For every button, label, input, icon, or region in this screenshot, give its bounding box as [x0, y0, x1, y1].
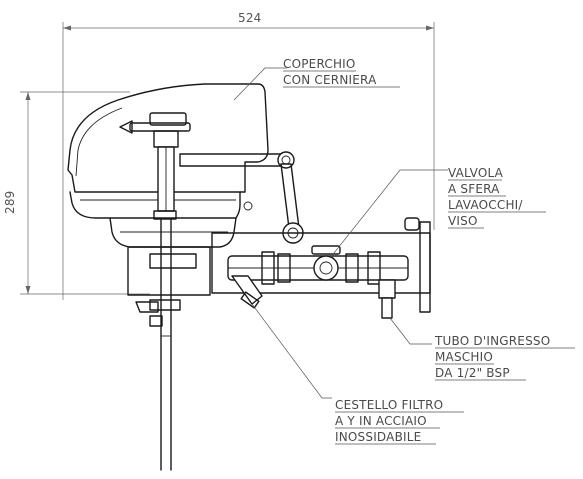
- callout-inlet-line-1: TUBO D'INGRESSO: [434, 334, 550, 348]
- callout-lid-line-2: CON CERNIERA: [283, 73, 377, 87]
- callout-inlet-line-2: MASCHIO: [435, 350, 493, 364]
- height-dimension-label: 289: [3, 190, 17, 214]
- basin: [109, 217, 237, 296]
- callout-filter-line-2: A Y IN ACCIAIO: [335, 414, 427, 428]
- callout-lid-line-1: COPERCHIO: [283, 57, 356, 71]
- callout-valve-line-2: A SFERA: [448, 182, 500, 196]
- callout-valve-line-1: VALVOLA: [448, 166, 504, 180]
- callout-filter: CESTELLO FILTRO A Y IN ACCIAIO INOSSIDAB…: [335, 398, 464, 445]
- callout-lid: COPERCHIO CON CERNIERA: [283, 57, 400, 88]
- callout-filter-line-1: CESTELLO FILTRO: [335, 398, 443, 412]
- callout-inlet: TUBO D'INGRESSO MASCHIO DA 1/2" BSP: [434, 334, 575, 381]
- drain-pipe: [135, 146, 181, 471]
- width-dimension-label: 524: [238, 11, 262, 25]
- leader-lines: [233, 67, 448, 399]
- callout-filter-line-3: INOSSIDABILE: [335, 430, 421, 444]
- callout-valve: VALVOLA A SFERA LAVAOCCHI/ VISO: [448, 166, 546, 229]
- callout-valve-line-4: VISO: [448, 214, 478, 228]
- callout-valve-line-3: LAVAOCCHI/: [448, 198, 523, 212]
- valve-manifold: [211, 217, 431, 319]
- hinge-linkage: [179, 151, 304, 244]
- callout-inlet-line-3: DA 1/2" BSP: [435, 366, 510, 380]
- width-dimension: 524: [62, 11, 435, 300]
